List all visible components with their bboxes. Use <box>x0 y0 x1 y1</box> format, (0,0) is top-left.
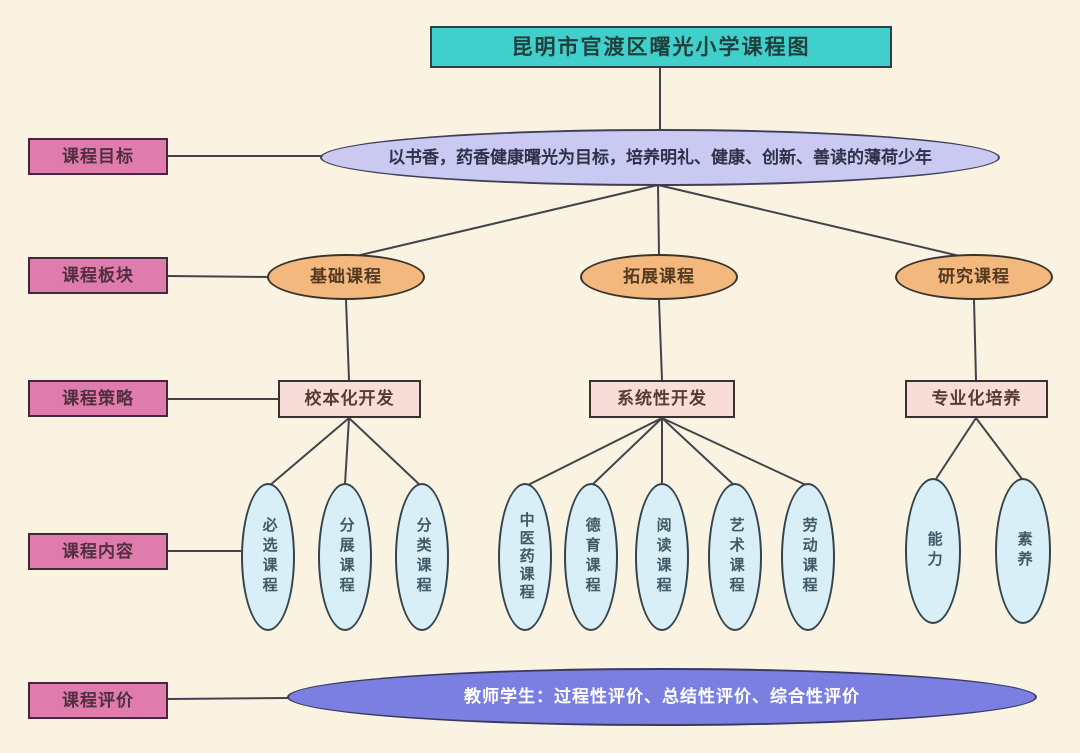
content-ellipse-required: 必选课程 <box>241 483 295 631</box>
diagram-title: 昆明市官渡区曙光小学课程图 <box>430 26 892 68</box>
content-ellipse-labor: 劳动课程 <box>781 483 835 631</box>
content-ellipse-literacy: 素养 <box>995 478 1051 624</box>
strategy-box-school-based: 校本化开发 <box>278 380 421 418</box>
strategy-box-systematic: 系统性开发 <box>589 380 735 418</box>
content-ellipse-ability: 能力 <box>905 478 961 624</box>
content-ellipse-moral: 德育课程 <box>564 483 618 631</box>
module-ellipse-research: 研究课程 <box>895 254 1053 300</box>
goal-ellipse: 以书香，药香健康曙光为目标，培养明礼、健康、创新、善读的薄荷少年 <box>320 129 1000 186</box>
strategy-box-professional: 专业化培养 <box>905 380 1048 418</box>
module-ellipse-basic: 基础课程 <box>267 254 425 300</box>
content-ellipse-classified: 分类课程 <box>395 483 449 631</box>
content-ellipse-art: 艺术课程 <box>708 483 762 631</box>
row-label-content: 课程内容 <box>28 533 168 570</box>
content-ellipse-tcm: 中医药课程 <box>498 483 552 631</box>
content-ellipse-fenzhan: 分展课程 <box>318 483 372 631</box>
content-ellipse-reading: 阅读课程 <box>635 483 689 631</box>
evaluation-ellipse: 教师学生：过程性评价、总结性评价、综合性评价 <box>287 668 1037 726</box>
row-label-strategy: 课程策略 <box>28 380 168 417</box>
row-label-module: 课程板块 <box>28 257 168 294</box>
row-label-evaluation: 课程评价 <box>28 682 168 719</box>
module-ellipse-extension: 拓展课程 <box>580 254 738 300</box>
row-label-goal: 课程目标 <box>28 138 168 175</box>
